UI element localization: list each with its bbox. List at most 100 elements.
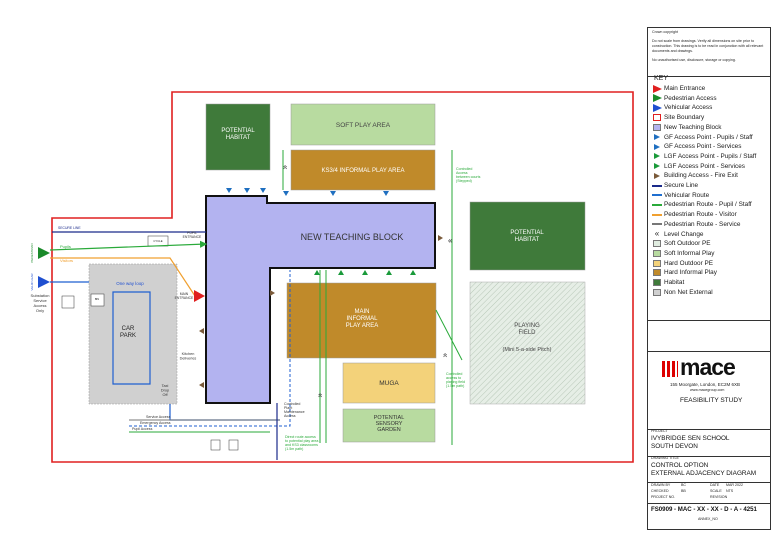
key-label: Habitat bbox=[664, 279, 685, 286]
red-arrow-icon bbox=[652, 84, 662, 93]
key-label: GF Access Point - Pupils / Staff bbox=[664, 133, 753, 141]
title-block: Crown copyright Do not scale from drawin… bbox=[647, 27, 771, 530]
key-item: Pedestrian Route - Pupil / Staff bbox=[652, 200, 752, 209]
svg-text:CYCLE: CYCLE bbox=[153, 239, 162, 243]
key-item: Secure Line bbox=[652, 181, 698, 190]
darkgreen-box-icon bbox=[652, 279, 662, 287]
stage-label: FEASIBILITY STUDY bbox=[680, 397, 743, 404]
key-label: Level Change bbox=[664, 230, 704, 238]
key-title: KEY bbox=[654, 75, 669, 82]
key-label: Pedestrian Route - Visitor bbox=[664, 211, 737, 219]
one-way-loop-label: One way loop bbox=[116, 281, 144, 286]
yellow-box-icon bbox=[652, 259, 662, 267]
drawing-title-2: EXTERNAL ADJACENCY DIAGRAM bbox=[651, 470, 757, 477]
company-website: www.macegroup.com bbox=[690, 388, 725, 392]
gray-box-icon bbox=[652, 288, 662, 296]
key-label: Secure Line bbox=[664, 182, 699, 189]
key-label: Vehicular Access bbox=[664, 104, 713, 112]
key-item: Non Net External bbox=[652, 288, 713, 297]
pedestrian-access-arrow bbox=[38, 247, 50, 259]
key-item: LGF Access Point - Services bbox=[652, 162, 745, 171]
pupils-label: Pupils bbox=[60, 244, 71, 249]
drawing-number: FS0909 - MAC - XX - XX - D - A - 4251 bbox=[651, 506, 757, 513]
fire-exit-points bbox=[199, 235, 443, 388]
playing-field bbox=[469, 281, 586, 405]
blue-line-icon bbox=[652, 191, 662, 199]
checked-label: CHECKED bbox=[651, 489, 669, 493]
key-item: «Level Change bbox=[652, 230, 704, 239]
key-label: GF Access Point - Services bbox=[664, 143, 742, 151]
green-triangle-icon bbox=[652, 152, 662, 160]
date-label: DATE bbox=[710, 483, 720, 487]
red-box-icon bbox=[652, 114, 662, 122]
key-item: Hard Outdoor PE bbox=[652, 259, 713, 268]
blue-triangle-icon bbox=[652, 143, 662, 151]
key-item: Vehicular Route bbox=[652, 191, 709, 200]
key-label: New Teaching Block bbox=[664, 123, 722, 131]
blue-arrow-icon bbox=[652, 103, 662, 112]
key-item: Building Access - Fire Exit bbox=[652, 171, 738, 180]
key-label: LGF Access Point - Pupils / Staff bbox=[664, 152, 757, 160]
visitor-route bbox=[50, 257, 196, 297]
car-park bbox=[88, 263, 178, 405]
ochre-box-icon bbox=[652, 269, 662, 277]
potential-habitat-right bbox=[469, 201, 586, 271]
mace-logo: mace bbox=[662, 354, 736, 381]
key-item: Site Boundary bbox=[652, 113, 704, 122]
project-no-label: PROJECT NO. bbox=[651, 495, 676, 499]
drawing-title-1: CONTROL OPTION bbox=[651, 462, 709, 469]
key-item: Pedestrian Route - Visitor bbox=[652, 210, 737, 219]
pedestrian-route-centre bbox=[319, 270, 327, 443]
notes-text-2: No unauthorised use, disclosure, storage… bbox=[652, 58, 736, 62]
level-change-icon: « bbox=[448, 236, 453, 245]
key-label: Soft Outdoor PE bbox=[664, 240, 711, 248]
vehicular-access-arrow bbox=[38, 276, 50, 288]
pupil-route bbox=[49, 240, 208, 251]
key-item: Main Entrance bbox=[652, 84, 705, 93]
plant-box bbox=[228, 439, 239, 451]
secure-line-label: SECURE LINE bbox=[58, 226, 81, 230]
key-label: Non Net External bbox=[664, 288, 713, 296]
key-item: Soft Informal Play bbox=[652, 249, 714, 258]
blue-triangle-icon bbox=[652, 133, 662, 141]
ks34-play-area bbox=[290, 149, 436, 191]
main-informal-play-area bbox=[286, 282, 437, 359]
ks34-play-area-label: KS3/4 INFORMAL PLAY AREA bbox=[322, 168, 405, 174]
lightgreen-box-icon bbox=[652, 249, 662, 257]
orange-line-icon bbox=[652, 211, 662, 219]
key-label: Building Access - Fire Exit bbox=[664, 172, 738, 180]
plant-box bbox=[61, 295, 75, 309]
notes-text: Do not scale from drawings. Verify all d… bbox=[652, 39, 764, 53]
soft-play-area bbox=[290, 103, 436, 146]
key-item: Hard Informal Play bbox=[652, 268, 717, 277]
key-item: Soft Outdoor PE bbox=[652, 239, 711, 248]
scale-label: SCALE bbox=[710, 489, 722, 493]
potential-sensory-garden bbox=[342, 408, 436, 443]
lgf-access-points bbox=[314, 270, 416, 275]
mace-logo-icon bbox=[662, 360, 678, 377]
key-label: Soft Informal Play bbox=[664, 249, 715, 257]
green-line-icon bbox=[652, 201, 662, 209]
key-item: Habitat bbox=[652, 278, 684, 287]
project-location: SOUTH DEVON bbox=[651, 443, 698, 450]
level-change-icon: « bbox=[281, 165, 290, 170]
notes-section: Crown copyright Do not scale from drawin… bbox=[648, 28, 770, 77]
soft-play-area-label: SOFT PLAY AREA bbox=[336, 122, 391, 129]
key-label: Site Boundary bbox=[664, 114, 705, 122]
hatched-box-icon bbox=[652, 240, 662, 248]
copyright-text: Crown copyright bbox=[652, 30, 678, 34]
new-teaching-block-label: NEW TEACHING BLOCK bbox=[301, 232, 404, 242]
key-item: Vehicular Access bbox=[652, 103, 712, 112]
pedestrian-route-ks34 bbox=[282, 150, 453, 445]
key-item: Pedestrian Route - Service bbox=[652, 220, 740, 229]
revision-table bbox=[648, 320, 770, 352]
